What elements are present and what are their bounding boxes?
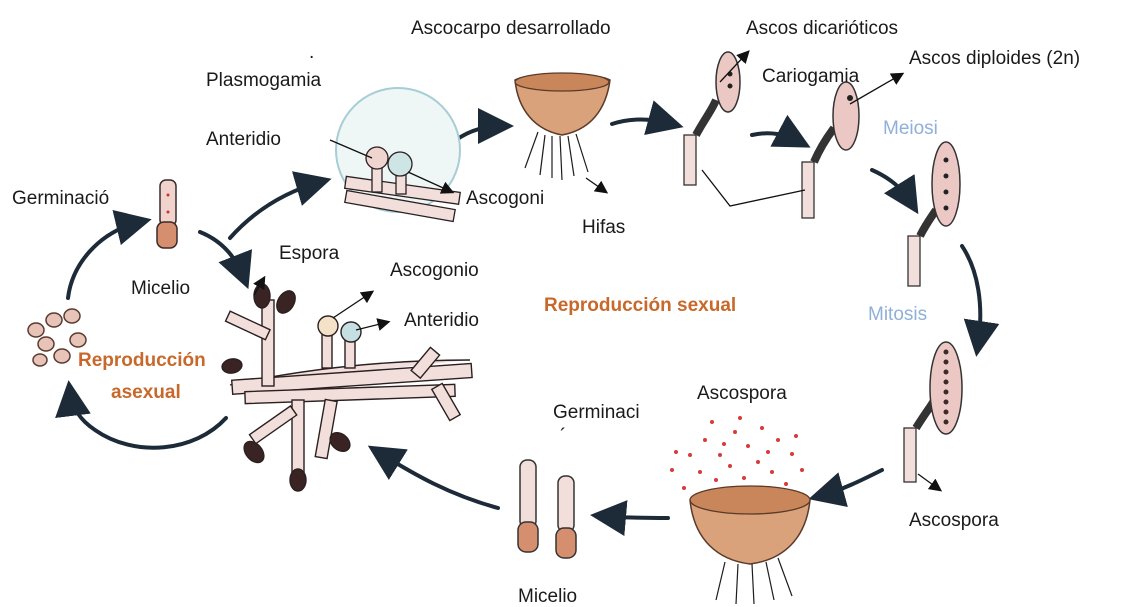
label-espora: Espora: [279, 243, 340, 264]
label-mitosis: Mitosis: [868, 304, 927, 325]
label-reproduccion-sexual: Reproducción sexual: [544, 295, 736, 316]
arrow-to-karyogamy: [752, 133, 800, 142]
label-reproduccion-asexual-line2: asexual: [111, 382, 181, 403]
arrow-spores-to-germination: [68, 222, 140, 298]
arrow-to-mitosis: [962, 246, 980, 345]
label-anteridio-top: Anteridio: [206, 129, 281, 150]
arrow-to-ascocarp-release: [820, 470, 882, 496]
label-hifas: Hifas: [582, 217, 625, 238]
label-ascospora-right: Ascospora: [909, 510, 999, 531]
label-germinacio: Germinació: [12, 188, 109, 209]
label-ascogoni: Ascogoni: [466, 188, 544, 209]
arrow-to-meiosis: [872, 170, 912, 204]
mature-ascocarp: [690, 486, 810, 604]
label-micelio-left: Micelio: [131, 278, 190, 299]
karyogamy-ascus: [802, 82, 859, 218]
arrow-to-mycelium: [378, 452, 498, 508]
arrow-to-dikaryotic-asci: [612, 120, 672, 125]
label-reproduccion-asexual-line1: Reproducción: [78, 350, 206, 371]
label-ascos-diploides: Ascos diploides (2n): [909, 48, 1080, 69]
label-cariogamia: Cariogamia: [762, 66, 860, 87]
label-anteridio-mid: Anteridio: [404, 310, 479, 331]
label-meiosi: Meiosi: [883, 118, 938, 139]
label-ascocarpo: Ascocarpo desarrollado: [411, 18, 611, 39]
cycle-arrows: [68, 120, 980, 519]
arrow-micelio-to-hyphae: [200, 232, 244, 278]
mitosis-ascus: [904, 342, 962, 482]
arrow-to-ascocarp: [456, 126, 502, 140]
label-germinaci: Germinaci: [553, 402, 640, 423]
dot-label: .: [309, 42, 314, 63]
label-germinaci-accent: ´: [560, 426, 566, 447]
label-ascos-dicarioticos: Ascos dicarióticos: [746, 18, 898, 39]
germinating-ascospores: [518, 460, 576, 558]
ascospore-release: [670, 416, 804, 490]
label-plasmogamia: Plasmogamia: [206, 70, 322, 91]
germinating-spore: [157, 180, 177, 248]
plasmogamy-stage: [336, 88, 460, 221]
arrow-to-germination-bottom: [602, 516, 668, 518]
label-micelio-bottom: Micelio: [518, 586, 577, 607]
label-ascogonio: Ascogonio: [390, 260, 479, 281]
developed-ascocarp: [515, 73, 610, 180]
arrow-to-plasmogamy: [230, 182, 320, 238]
meiosis-ascus: [908, 142, 960, 286]
dikaryotic-ascus: [684, 52, 740, 185]
label-ascospora-top: Ascospora: [697, 383, 787, 404]
